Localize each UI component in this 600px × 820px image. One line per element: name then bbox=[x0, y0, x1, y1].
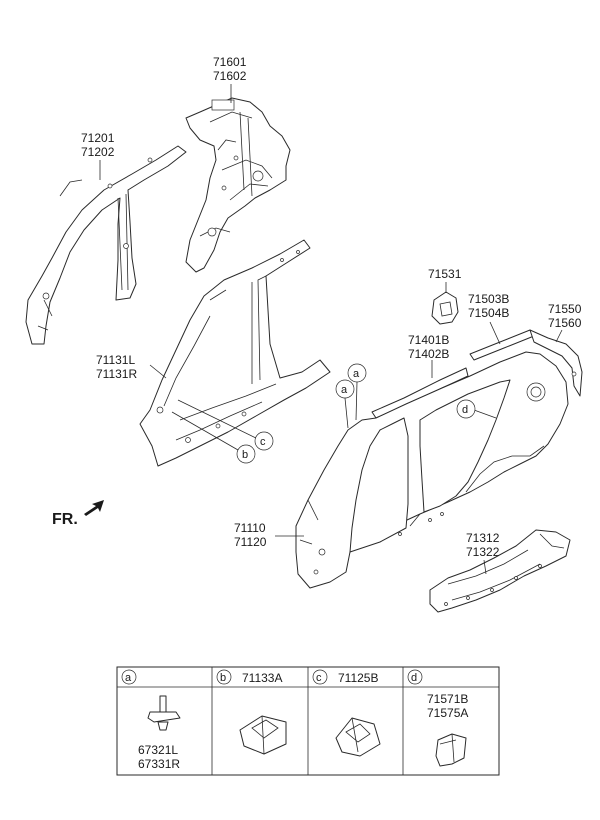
callout-71503B: 71503B bbox=[468, 292, 509, 306]
marker-d-label: d bbox=[462, 404, 468, 416]
part-71110-outer-side-panel[interactable] bbox=[295, 351, 569, 589]
table-cell-d-line2: 71575A bbox=[427, 706, 468, 720]
part-71312-side-sill-panel[interactable] bbox=[429, 529, 571, 613]
callout-71131L: 71131L bbox=[96, 353, 135, 367]
marker-c[interactable]: c bbox=[254, 431, 274, 451]
callout-71560: 71560 bbox=[548, 316, 582, 330]
marker-d[interactable]: d bbox=[456, 399, 476, 419]
callout-71312: 71312 bbox=[466, 531, 500, 545]
table-header-a-letter: a bbox=[125, 672, 132, 684]
marker-a-lower-label: a bbox=[341, 384, 348, 396]
callout-71550: 71550 bbox=[548, 302, 582, 316]
leader-71131 bbox=[149, 364, 167, 379]
parts-table: a b 71133A c 71125B d 67321L 67331R bbox=[116, 666, 500, 776]
callout-71601: 71601 bbox=[213, 55, 247, 69]
table-cell-a-line2: 67331R bbox=[138, 757, 180, 771]
table-cell-c-bracket[interactable] bbox=[335, 717, 381, 757]
table-header-b-letter: b bbox=[220, 672, 226, 684]
leader-marker-a2 bbox=[355, 381, 358, 421]
part-71131-side-inner-frame[interactable] bbox=[139, 239, 331, 467]
leader-71550 bbox=[555, 329, 563, 343]
callout-71402B: 71402B bbox=[408, 347, 449, 361]
table-header-d-letter: d bbox=[411, 672, 417, 684]
marker-c-label: c bbox=[260, 436, 266, 448]
callout-71202: 71202 bbox=[81, 145, 115, 159]
leader-marker-c bbox=[177, 399, 257, 439]
callout-71504B: 71504B bbox=[468, 306, 509, 320]
table-cell-d-line1: 71571B bbox=[427, 692, 468, 706]
table-header-b-part: 71133A bbox=[242, 671, 282, 685]
callout-71201: 71201 bbox=[81, 131, 115, 145]
leader-marker-a1 bbox=[344, 397, 349, 429]
marker-a-upper-label: a bbox=[353, 368, 360, 380]
callout-71602: 71602 bbox=[213, 69, 247, 83]
table-header-d: d bbox=[407, 669, 423, 685]
callout-71401B: 71401B bbox=[408, 333, 449, 347]
callout-71322: 71322 bbox=[466, 545, 500, 559]
marker-a-upper[interactable]: a bbox=[347, 363, 367, 383]
front-label: FR. bbox=[52, 511, 78, 528]
table-cell-b-bracket[interactable] bbox=[239, 715, 287, 755]
leader-marker-d bbox=[473, 409, 497, 419]
callout-71531: 71531 bbox=[428, 267, 462, 281]
callout-71120: 71120 bbox=[234, 535, 267, 549]
part-71601-inner-quarter-panel[interactable] bbox=[185, 97, 291, 273]
table-header-b: b 71133A bbox=[216, 669, 282, 685]
table-cell-a-line1: 67321L bbox=[138, 743, 178, 757]
marker-a-lower[interactable]: a bbox=[335, 379, 355, 399]
part-71201-front-pillar-inner[interactable] bbox=[25, 145, 187, 345]
table-header-c-part: 71125B bbox=[338, 671, 378, 685]
table-header-a: a bbox=[121, 669, 137, 685]
leader-71503B bbox=[489, 321, 501, 345]
marker-b-label: b bbox=[242, 449, 248, 461]
leader-marker-b bbox=[171, 411, 239, 451]
table-header-c-letter: c bbox=[316, 672, 322, 684]
front-direction-indicator: FR. bbox=[52, 500, 104, 528]
table-cell-d-bracket[interactable] bbox=[435, 733, 467, 767]
marker-b[interactable]: b bbox=[236, 444, 256, 464]
leader-71312 bbox=[483, 559, 487, 575]
front-arrow-icon bbox=[84, 500, 104, 516]
part-71531-fuel-filler-housing[interactable] bbox=[431, 291, 459, 325]
table-cell-a-clip[interactable] bbox=[147, 695, 181, 731]
table-header-c: c 71125B bbox=[312, 669, 378, 685]
callout-71131R: 71131R bbox=[96, 367, 137, 381]
part-71550-rear-corner-extension[interactable] bbox=[529, 329, 583, 397]
callout-71110: 71110 bbox=[234, 521, 266, 535]
